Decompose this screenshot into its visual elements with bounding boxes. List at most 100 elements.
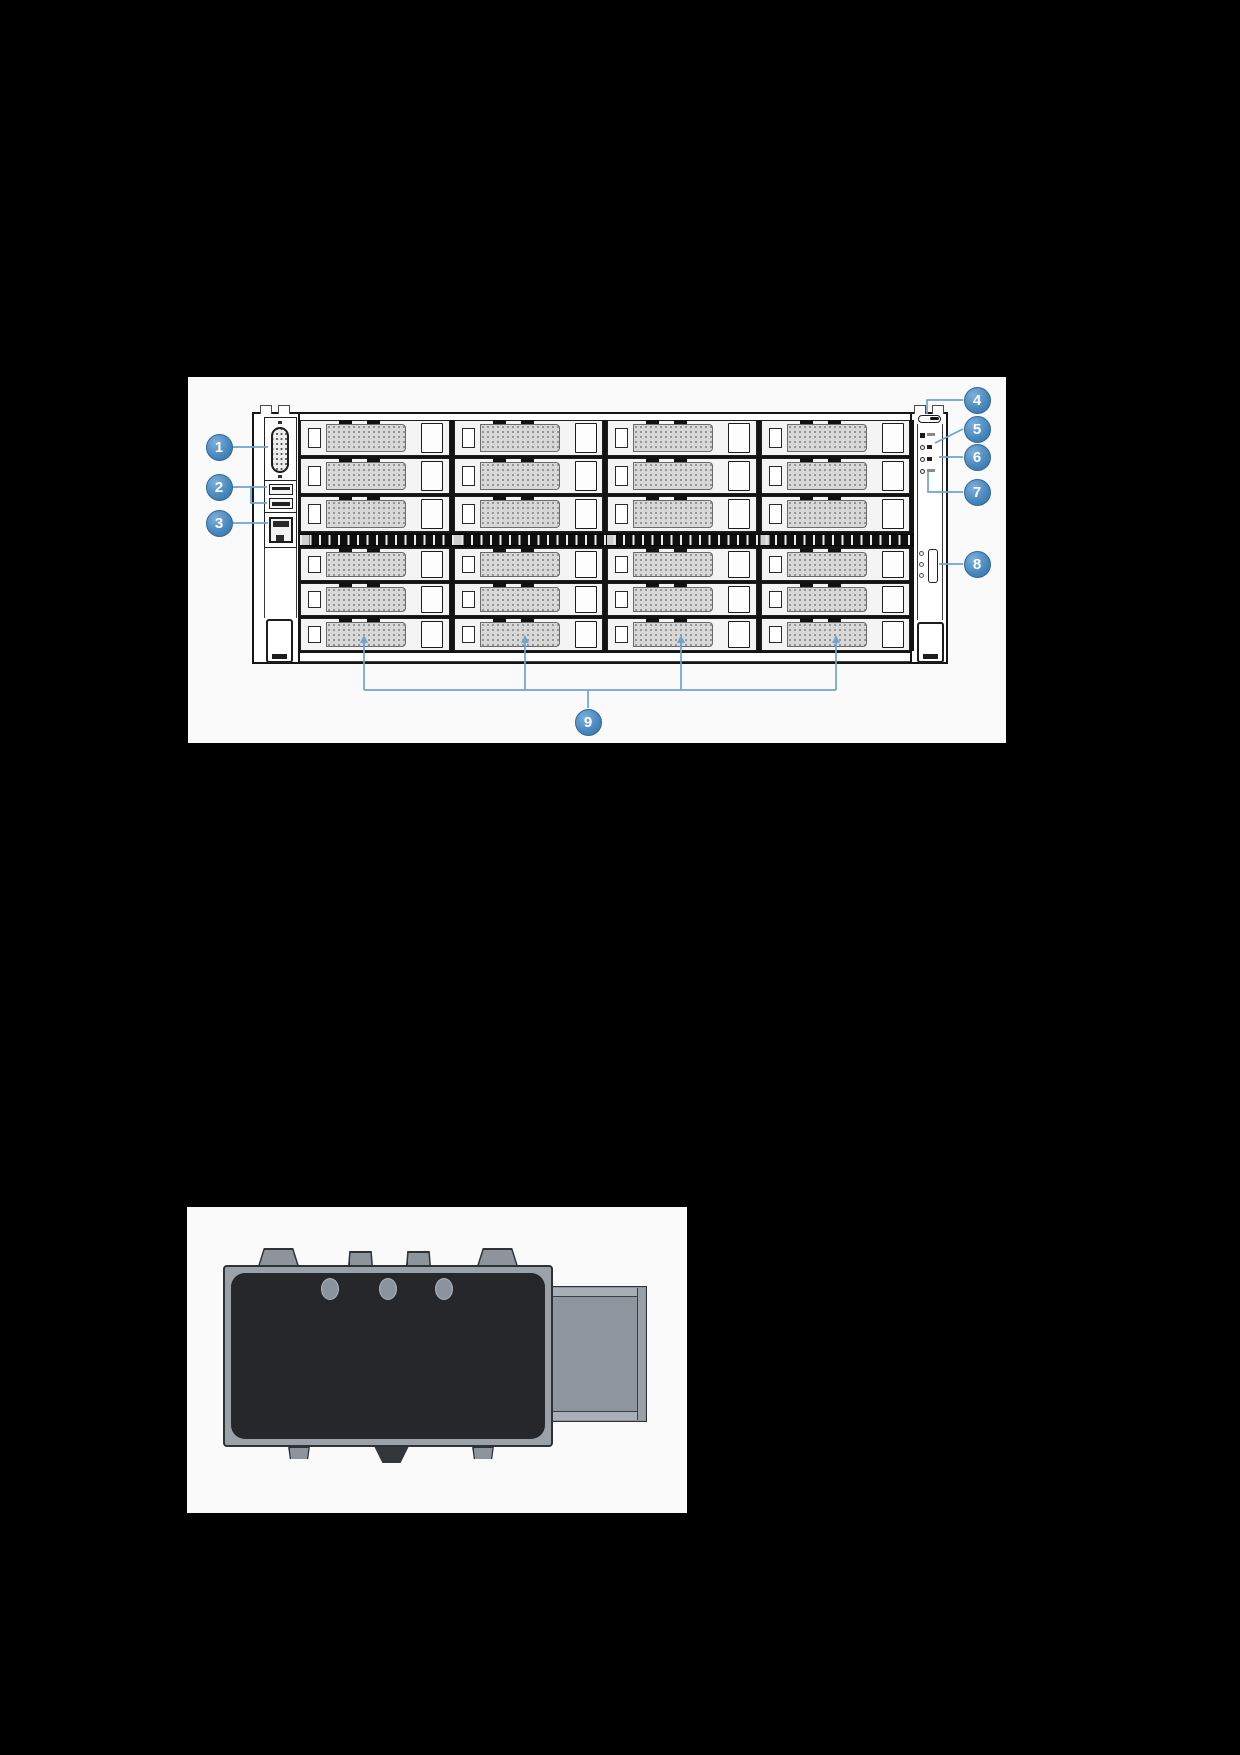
led-dot: [919, 551, 924, 556]
bay-vent-mesh: [633, 622, 713, 647]
usb-port-icon: [269, 484, 293, 495]
bay-vent-mesh: [479, 552, 560, 577]
bay-endcap: [308, 466, 321, 486]
bay-endcap: [615, 428, 628, 448]
status-led-icon: [920, 433, 935, 440]
bay-vent-mesh: [326, 622, 406, 647]
bay-vent-mesh: [633, 500, 713, 528]
bay-latch: [728, 586, 750, 613]
bay-endcap: [461, 428, 475, 448]
ear-frame-line: [917, 424, 943, 620]
bay-latch: [574, 499, 597, 529]
slide-rail: [547, 1286, 647, 1422]
alert-led-icon: [920, 457, 932, 464]
drive-bay: [607, 618, 757, 651]
bay-endcap: [308, 555, 321, 574]
drive-bay: [300, 496, 450, 532]
ear-frame-line: [264, 548, 297, 618]
drive-bay: [453, 420, 603, 456]
drive-bay: [300, 548, 450, 581]
tray-surface: [231, 1273, 545, 1439]
drive-bay: [300, 583, 450, 616]
right-ear-handle: [917, 622, 944, 663]
bay-endcap: [615, 625, 628, 644]
health-led-icon: [920, 445, 932, 452]
left-rack-ear: [254, 414, 300, 663]
bay-latch: [574, 461, 597, 491]
bay-endcap: [768, 466, 782, 486]
bay-endcap: [308, 428, 321, 448]
callout-2: 2: [205, 473, 233, 501]
drive-bay: [607, 458, 757, 494]
lan-port-icon: [269, 517, 293, 543]
rack-tab: [278, 405, 290, 414]
vent-strip: [300, 534, 914, 546]
bay-latch: [728, 461, 750, 491]
bay-latch: [728, 551, 750, 578]
bay-latch: [728, 621, 750, 648]
bay-endcap: [768, 504, 782, 524]
bay-endcap: [461, 466, 475, 486]
drive-bay: [453, 618, 603, 651]
screw: [278, 421, 282, 424]
bay-latch: [574, 586, 597, 613]
callout-7: 7: [963, 478, 991, 506]
bay-latch: [421, 499, 443, 529]
rack-tab: [932, 405, 944, 414]
bay-vent-mesh: [326, 462, 406, 490]
drive-bay-grid: [300, 420, 914, 651]
bay-latch: [574, 423, 597, 453]
rack-tab: [260, 405, 272, 414]
drive-bay: [760, 420, 910, 456]
left-ear-handle: [266, 619, 293, 663]
screw: [278, 475, 282, 478]
rail-top-lip: [549, 1288, 637, 1297]
bay-vent-mesh: [479, 424, 560, 452]
bay-latch: [574, 621, 597, 648]
bay-endcap: [615, 590, 628, 609]
bay-vent-mesh: [326, 552, 406, 577]
bay-vent-mesh: [786, 424, 867, 452]
bay-endcap: [615, 466, 628, 486]
bay-endcap: [768, 428, 782, 448]
bay-latch: [421, 551, 443, 578]
bay-vent-mesh: [479, 500, 560, 528]
callout-1: 1: [205, 433, 233, 461]
drive-bay: [453, 583, 603, 616]
bay-latch: [881, 586, 904, 613]
callout-5: 5: [963, 415, 991, 443]
chassis-base-rail: [300, 651, 910, 662]
uid-led-icon: [920, 469, 935, 476]
callout-4: 4: [963, 386, 991, 414]
bay-endcap: [461, 504, 475, 524]
figure-drive-tray-top-view: [187, 1207, 687, 1513]
right-rack-ear: [910, 414, 946, 663]
usb-section: [265, 481, 296, 513]
tray-knob: [477, 1248, 518, 1266]
led-dot: [919, 573, 924, 578]
drive-bay: [300, 420, 450, 456]
screw-hole: [435, 1278, 453, 1300]
bay-endcap: [768, 555, 782, 574]
bay-endcap: [615, 555, 628, 574]
drive-bay: [453, 496, 603, 532]
callout-9: 9: [574, 708, 602, 736]
drive-bay: [760, 583, 910, 616]
bay-vent-mesh: [786, 500, 867, 528]
bay-vent-mesh: [633, 462, 713, 490]
callout-6: 6: [963, 443, 991, 471]
vga-section: [265, 418, 296, 481]
bay-endcap: [461, 590, 475, 609]
lan-section: [265, 513, 296, 547]
bay-vent-mesh: [479, 622, 560, 647]
bay-vent-mesh: [633, 587, 713, 612]
callout-8: 8: [963, 550, 991, 578]
drive-bay: [760, 548, 910, 581]
drive-bay: [607, 583, 757, 616]
screw-hole: [321, 1278, 339, 1300]
bay-latch: [881, 423, 904, 453]
rack-tab: [914, 405, 926, 414]
bay-endcap: [768, 590, 782, 609]
bay-endcap: [308, 504, 321, 524]
bay-latch: [881, 499, 904, 529]
